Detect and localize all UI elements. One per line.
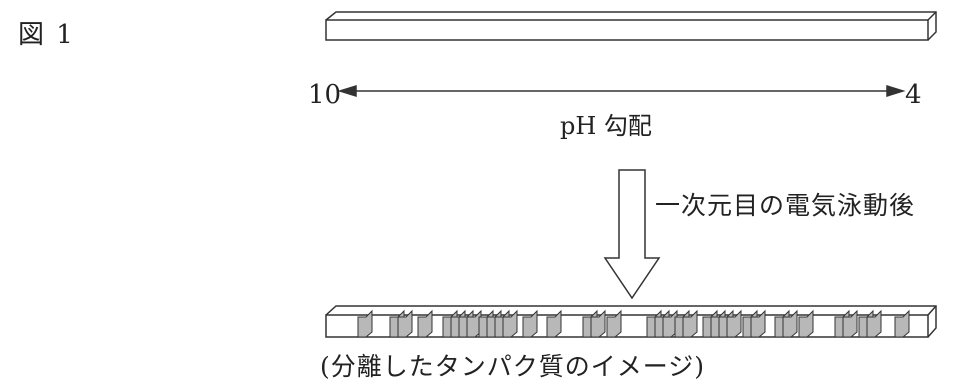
protein-band: [417, 309, 433, 338]
protein-band: [842, 309, 858, 338]
protein-band: [682, 309, 698, 338]
protein-band: [750, 309, 766, 338]
ph-gradient-caption: pH 勾配: [560, 112, 652, 140]
ph-gradient-arrow: [337, 84, 906, 98]
protein-band: [590, 309, 606, 338]
electrophoresis-step-label: 一次元目の電気泳動後: [655, 191, 916, 220]
protein-band: [894, 309, 910, 338]
figure-label: 図 1: [18, 20, 75, 50]
process-down-arrow: [603, 169, 661, 300]
protein-band: [606, 309, 622, 338]
protein-band: [502, 309, 518, 338]
protein-band: [546, 309, 562, 338]
protein-band: [397, 309, 413, 338]
ph-value-left: 10: [308, 80, 342, 110]
gel-strip-before: [325, 11, 937, 41]
protein-band: [866, 309, 882, 338]
protein-band: [522, 309, 538, 338]
protein-bands: [357, 309, 910, 338]
protein-band: [726, 309, 742, 338]
ph-value-right: 4: [905, 80, 922, 110]
protein-band: [782, 309, 798, 338]
gel-strip-after: [325, 305, 937, 338]
separated-proteins-caption: (分離したタンパク質のイメージ): [320, 352, 706, 381]
protein-band: [798, 309, 814, 338]
protein-band: [357, 309, 373, 338]
